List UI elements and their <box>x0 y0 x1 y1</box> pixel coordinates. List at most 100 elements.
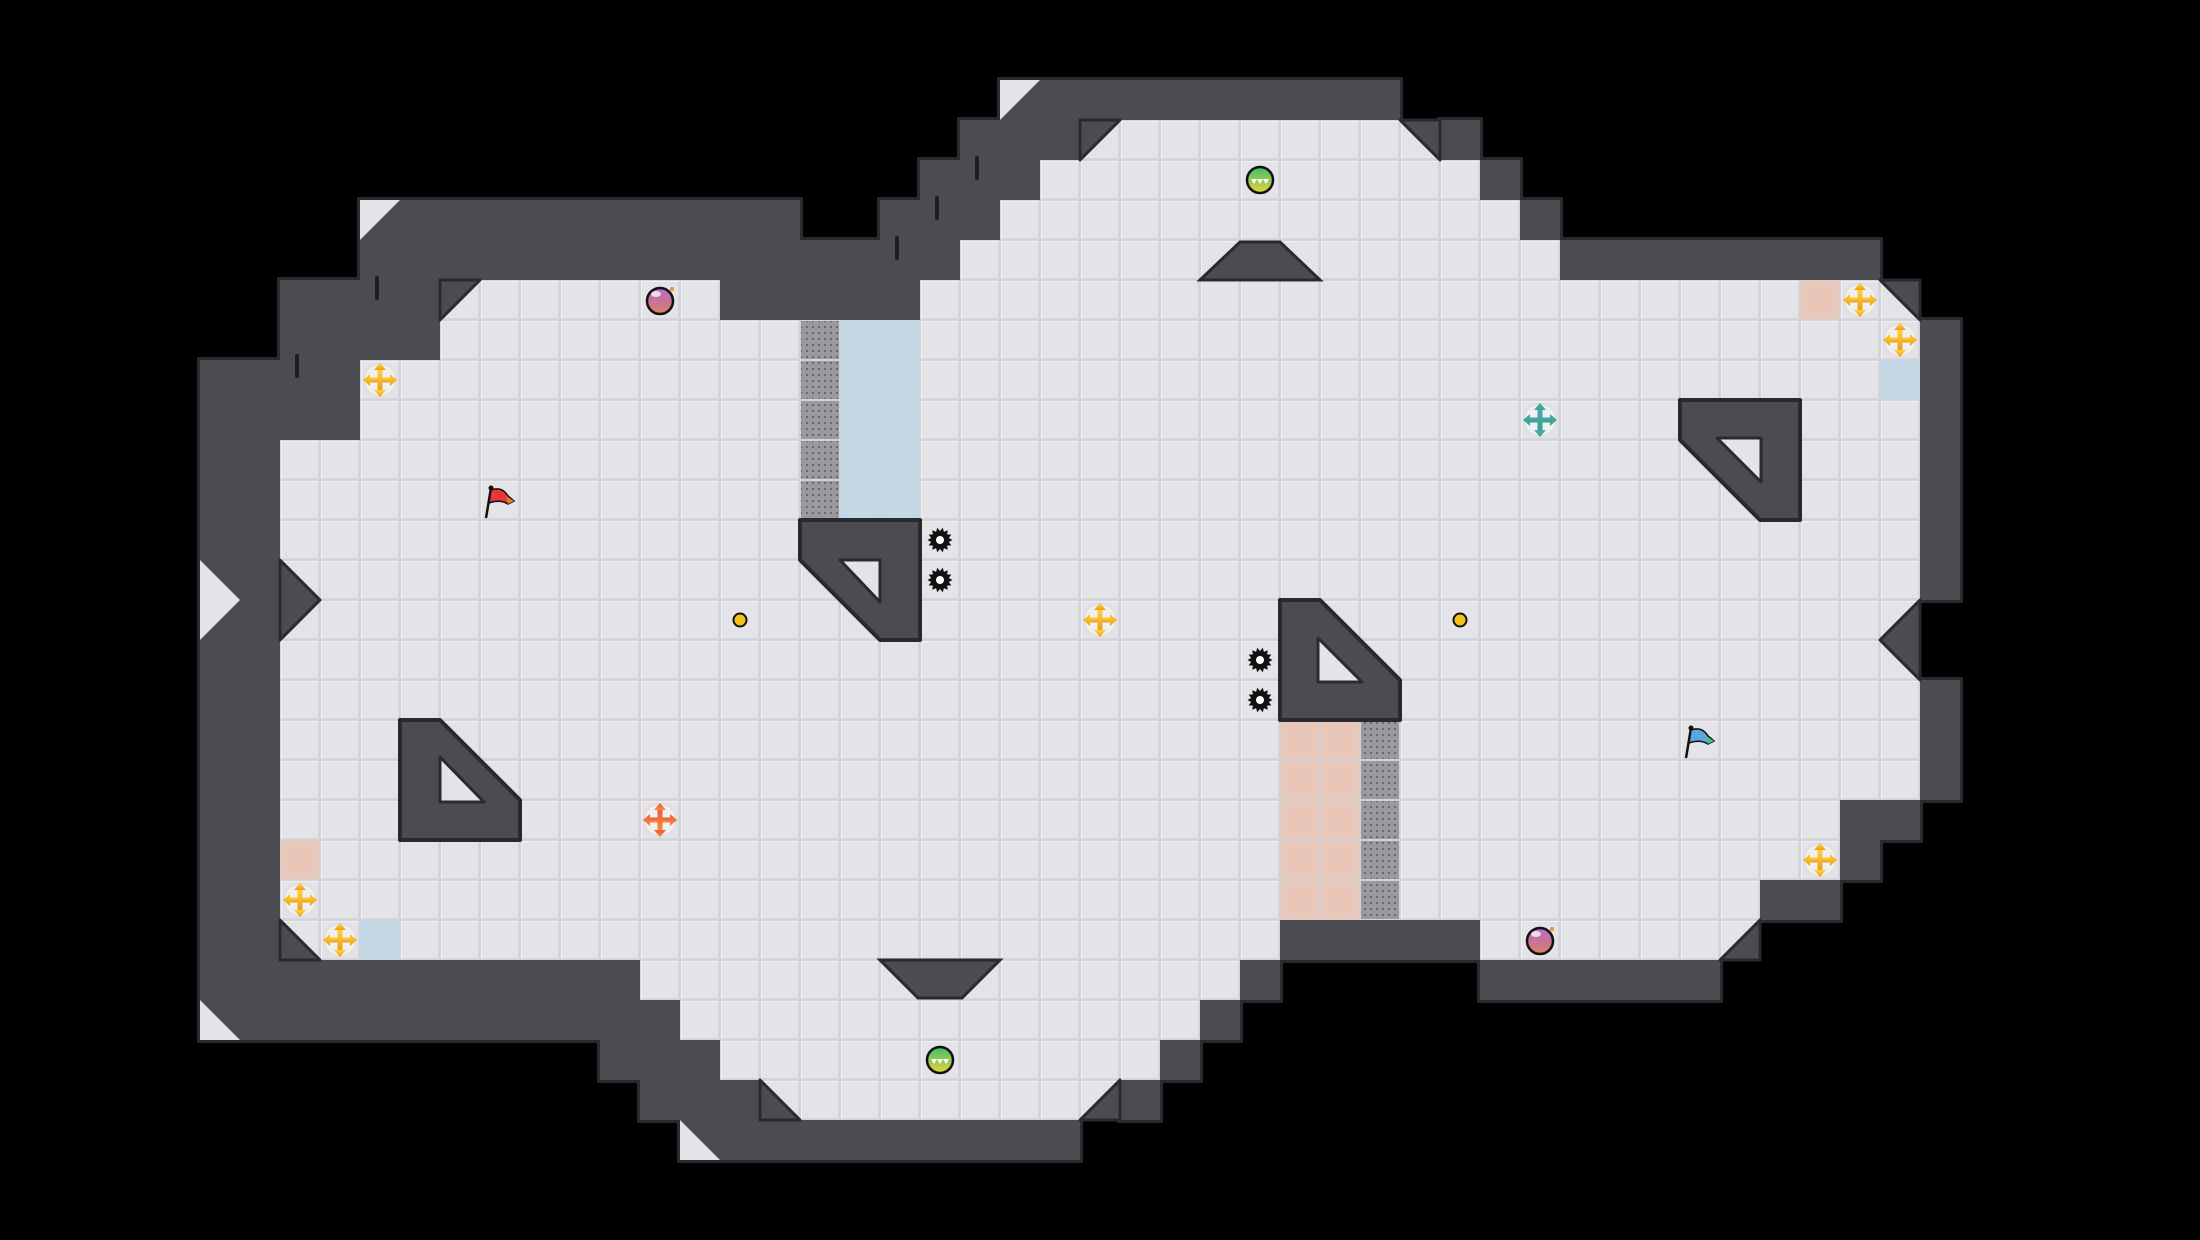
blue-tile <box>841 361 879 399</box>
bomb-icon <box>1525 926 1555 956</box>
arrow-bar <box>377 369 383 391</box>
arrow-bar <box>1857 289 1863 311</box>
arrow-head <box>1094 603 1106 610</box>
wall-segment <box>1920 720 1960 760</box>
arrow-head <box>334 950 346 957</box>
floor-tiles <box>280 640 1920 680</box>
speed-orb-pickup <box>1245 165 1275 195</box>
pink-tile <box>1321 721 1359 759</box>
arrow-head <box>334 923 346 930</box>
pink-tile <box>1281 721 1319 759</box>
orange-cross-pickup <box>643 803 677 837</box>
arrow-head <box>1883 334 1890 346</box>
gear-hole <box>1256 656 1264 664</box>
corner-wedge <box>1000 80 1040 120</box>
floor-tiles <box>280 880 1760 920</box>
chevron-mark <box>1257 179 1263 184</box>
block-hole <box>838 558 882 604</box>
move-arrows-icon <box>363 363 397 397</box>
wall-diagonal <box>1078 118 1122 162</box>
floor-tiles <box>280 840 1840 880</box>
move-arrows-icon <box>1523 403 1557 437</box>
wall-diagonal <box>1878 598 1922 682</box>
floor-tiles <box>1000 200 1520 240</box>
blue-tile <box>881 321 919 359</box>
saw-hazard <box>1247 687 1273 713</box>
arrow-head <box>350 934 357 946</box>
arrow-head <box>1830 854 1837 866</box>
block-hole <box>438 755 486 804</box>
move-arrows-icon <box>1803 843 1837 877</box>
gear-hole <box>936 576 944 584</box>
arrow-head <box>1814 870 1826 877</box>
grate-tile <box>801 321 839 359</box>
move-arrows-icon <box>1843 283 1877 317</box>
blue-tile <box>881 361 919 399</box>
wall-seam <box>295 354 299 378</box>
arrow-bar <box>1817 849 1823 871</box>
grate-tile <box>1361 841 1399 879</box>
teal-cross-pickup <box>1523 403 1557 437</box>
floor-tiles <box>280 520 1920 560</box>
wall-segment <box>1280 920 1480 960</box>
wall-segment <box>1840 840 1880 880</box>
coin-icon <box>732 612 748 628</box>
chevron-mark <box>931 1059 937 1064</box>
arrow-head <box>374 390 386 397</box>
wall-segment <box>640 1080 760 1120</box>
triangle-block <box>398 718 522 842</box>
wall-segment <box>200 680 280 720</box>
wall-seam <box>375 276 379 300</box>
arrow-head <box>363 374 370 386</box>
wall-segment <box>1520 200 1560 240</box>
arrow-bar <box>337 929 343 951</box>
arrow-head <box>390 374 397 386</box>
bomb-pickup <box>1525 926 1555 956</box>
grate-tile <box>801 401 839 439</box>
floor-tiles <box>280 720 1920 760</box>
wall-seam <box>895 236 899 260</box>
floor-tiles <box>440 280 720 320</box>
wall-segment <box>200 400 360 440</box>
wall-diagonal <box>278 918 322 962</box>
saw-hazard <box>927 527 953 553</box>
move-arrows-icon <box>283 883 317 917</box>
wall-diagonal <box>1078 1078 1122 1122</box>
blue-tile <box>361 921 399 959</box>
speed-orb-pickup <box>925 1045 955 1075</box>
floor-tiles <box>1080 120 1440 160</box>
wall-segment <box>1840 800 1920 840</box>
bomb-fuse <box>1550 927 1554 931</box>
move-arrows-icon <box>643 803 677 837</box>
wall-segment <box>1920 760 1960 800</box>
grate-tile <box>1361 881 1399 919</box>
arrow-head <box>643 814 650 826</box>
pink-tile <box>281 841 319 879</box>
bomb-pickup <box>645 286 675 316</box>
wall-segment <box>1920 560 1960 600</box>
pink-tile <box>1801 281 1839 319</box>
red-flag <box>484 485 516 519</box>
arrow-head <box>654 803 666 810</box>
blue-tile <box>881 441 919 479</box>
grate-tile <box>1361 761 1399 799</box>
arrow-head <box>1894 350 1906 357</box>
floor-tiles <box>280 480 1920 520</box>
arrow-head <box>1534 403 1546 410</box>
yellow-cross-pickup <box>363 363 397 397</box>
floor-tiles <box>760 1080 1120 1120</box>
saw-hazard <box>927 567 953 593</box>
wall-segment <box>880 200 1000 240</box>
yellow-cross-pickup <box>1083 603 1117 637</box>
wall-segment <box>960 120 1080 160</box>
yellow-cross-pickup <box>283 883 317 917</box>
yellow-cross-pickup <box>1843 283 1877 317</box>
wall-segment <box>1440 120 1480 160</box>
wall-seam <box>975 156 979 180</box>
grate-tile <box>1361 801 1399 839</box>
floor-tiles <box>680 1000 1200 1040</box>
floor-tiles <box>360 360 1920 400</box>
floor-tiles <box>920 280 1920 320</box>
bomb-icon <box>645 286 675 316</box>
